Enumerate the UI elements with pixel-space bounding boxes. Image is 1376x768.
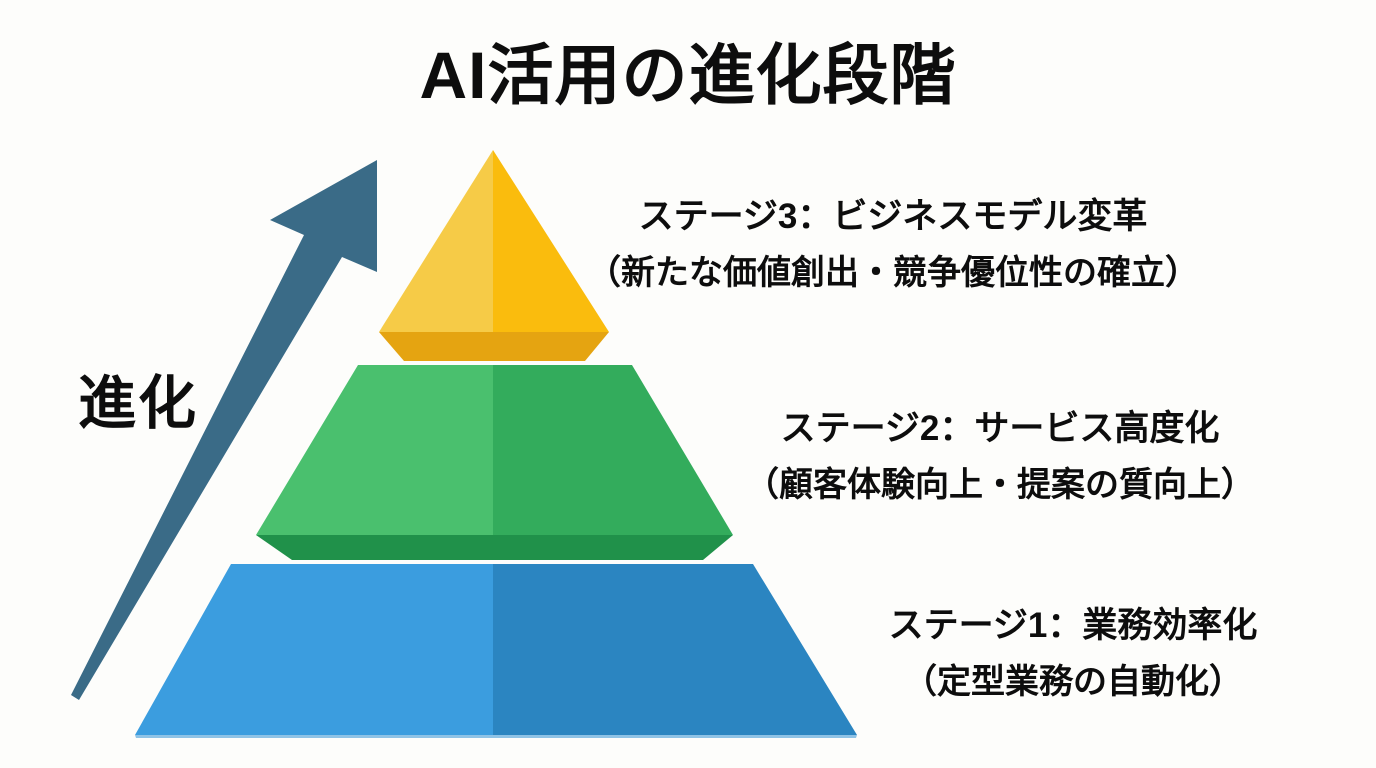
pyramid-tier-3 xyxy=(379,150,609,361)
evolution-arrow-icon xyxy=(71,160,377,700)
tier-1-label-line1: ステージ1：業務効率化 xyxy=(888,606,1258,645)
tier-2-label: ステージ2：サービス高度化 （顧客体験向上・提案の質向上） xyxy=(745,400,1255,514)
pyramid-tier-2 xyxy=(256,365,733,560)
tier-1-label-line2: （定型業務の自動化） xyxy=(903,663,1243,701)
page-title: AI活用の進化段階 xyxy=(419,38,957,112)
tier-3-label: ステージ3：ビジネスモデル変革 （新たな価値創出・競争優位性の確立） xyxy=(587,188,1199,302)
tier-2-label-line2: （顧客体験向上・提案の質向上） xyxy=(745,466,1255,504)
pyramid-tier-1 xyxy=(135,564,857,738)
tier-1-label: ステージ1：業務効率化 （定型業務の自動化） xyxy=(889,597,1258,711)
tier-3-label-line2: （新たな価値創出・競争優位性の確立） xyxy=(587,254,1199,292)
tier-3-label-line1: ステージ3：ビジネスモデル変革 xyxy=(638,197,1148,236)
evolution-label: 進化 xyxy=(78,371,199,436)
tier-2-label-line1: ステージ2：サービス高度化 xyxy=(780,409,1220,448)
